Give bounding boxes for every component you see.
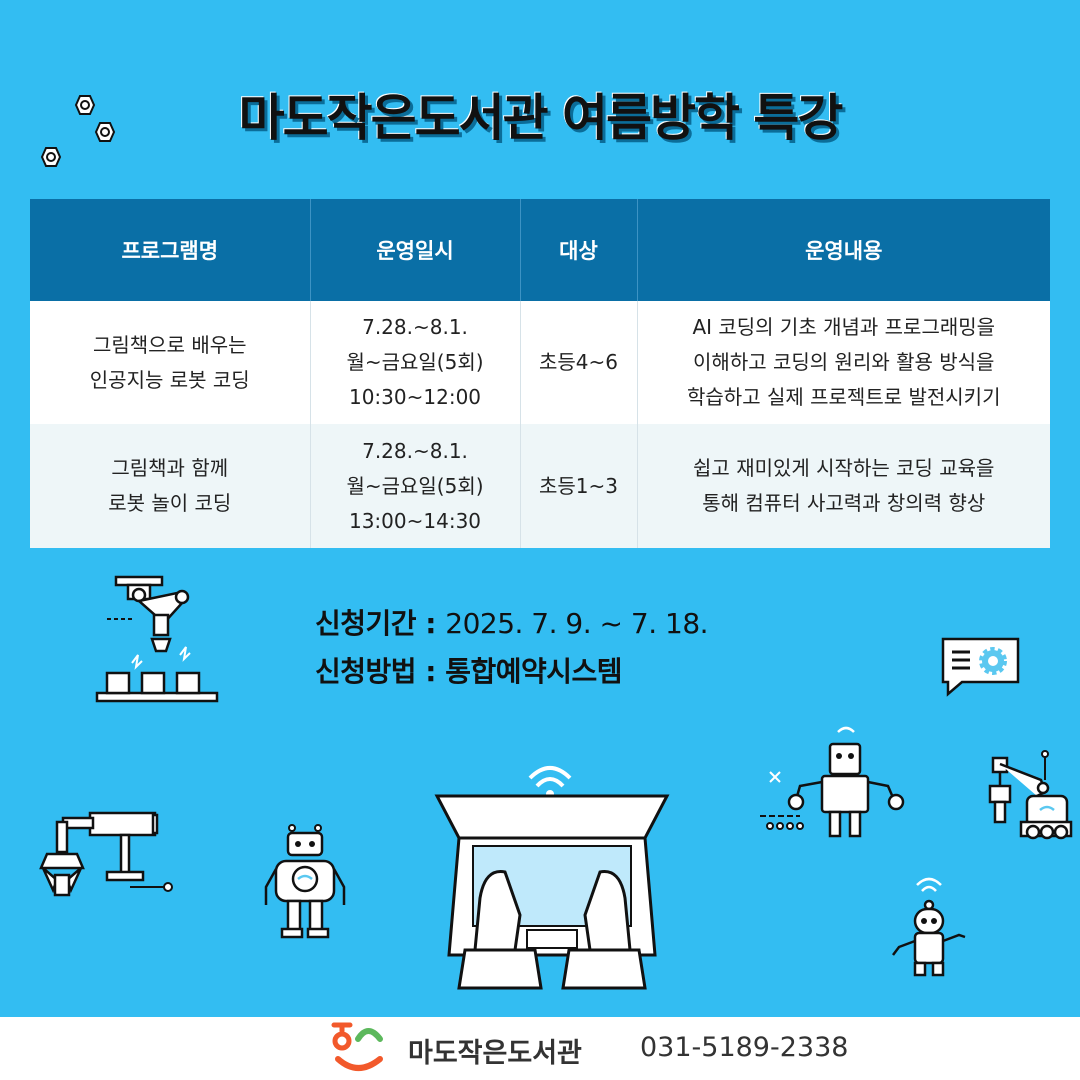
content-cell: 쉽고 재미있게 시작하는 코딩 교육을 통해 컴퓨터 사고력과 창의력 향상 [637,424,1050,548]
laptop-icon [434,766,670,990]
header-target: 대상 [520,199,638,301]
robot-icon [760,726,905,838]
application-period: 신청기간 : 2025. 7. 9. ~ 7. 18. [315,607,709,640]
table-row: 그림책으로 배우는 인공지능 로봇 코딩 7.28.~8.1. 월~금요일(5회… [30,301,1050,424]
program-table: 프로그램명 운영일시 대상 운영내용 그림책으로 배우는 인공지능 로봇 코딩 … [30,199,1050,548]
footer: 마도작은도서관 031-5189-2338 [0,1017,1080,1080]
application-method: 신청방법 : 통합예약시스템 [315,655,623,688]
wifi-icon [528,766,572,788]
robot-icon [892,877,966,977]
robot-arm-icon [95,575,219,703]
application-info: 신청기간 : 2025. 7. 9. ~ 7. 18. 신청방법 : 통합예약시… [315,600,709,696]
program-name-cell: 그림책으로 배우는 인공지능 로봇 코딩 [30,301,311,424]
chat-gear-icon [941,637,1020,697]
content-cell: AI 코딩의 기초 개념과 프로그래밍을 이해하고 코딩의 원리와 활용 방식을… [637,301,1050,424]
target-cell: 초등1~3 [520,424,638,548]
header-content: 운영내용 [637,199,1050,301]
library-logo [331,1022,383,1071]
program-name-cell: 그림책과 함께 로봇 놀이 코딩 [30,424,311,548]
table-row: 그림책과 함께 로봇 놀이 코딩 7.28.~8.1. 월~금요일(5회) 13… [30,424,1050,548]
target-cell: 초등4~6 [520,301,638,424]
phone-number: 031-5189-2338 [640,1032,849,1063]
schedule-cell: 7.28.~8.1. 월~금요일(5회) 13:00~14:30 [310,424,521,548]
robot-arm-icon [988,750,1073,840]
hex-nut-icon [40,147,62,167]
table-header-row: 프로그램명 운영일시 대상 운영내용 [30,199,1050,301]
gripper-icon [39,811,173,897]
header-schedule: 운영일시 [310,199,521,301]
hex-nut-icon [94,122,116,142]
header-program-name: 프로그램명 [30,199,311,301]
robot-icon [264,824,346,939]
page-title: 마도작은도서관 여름방학 특강 [238,89,844,147]
schedule-cell: 7.28.~8.1. 월~금요일(5회) 10:30~12:00 [310,301,521,424]
hex-nut-icon [74,95,96,115]
library-name: 마도작은도서관 [408,1038,582,1069]
